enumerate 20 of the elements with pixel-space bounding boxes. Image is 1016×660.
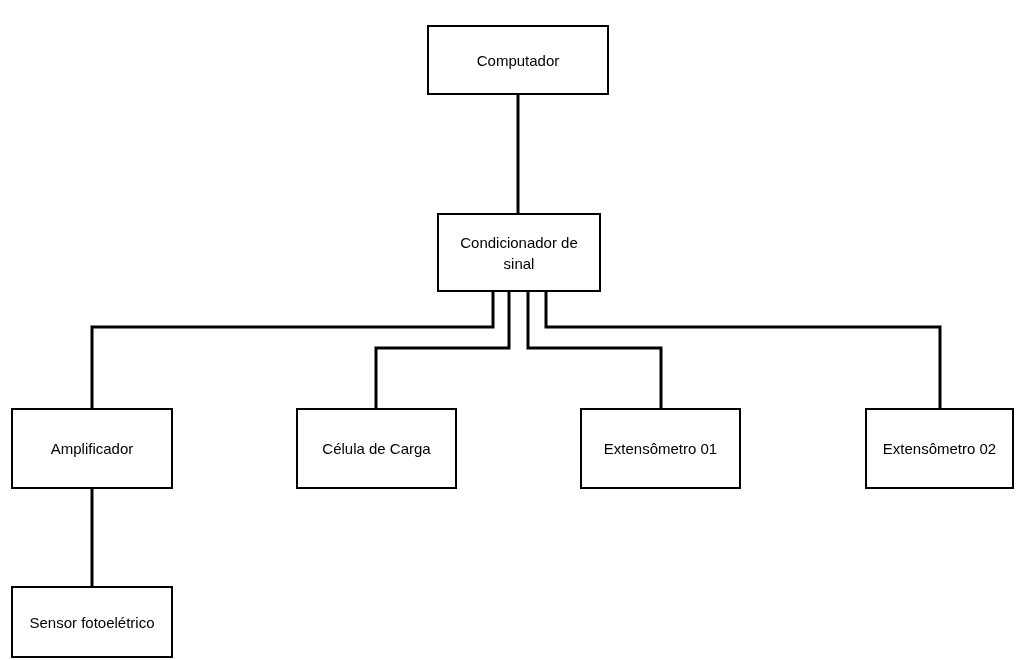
box-label: Extensômetro 01: [603, 439, 718, 459]
connector-line: [374, 292, 511, 408]
connector-line: [526, 292, 663, 408]
process-box: [437, 213, 601, 292]
process-box: [296, 408, 457, 489]
box-label: Sensor fotoelétrico: [29, 612, 155, 633]
box-label: Amplificador: [50, 439, 134, 459]
box-label: Célula de Carga: [322, 439, 431, 459]
box-label: Computador: [476, 50, 560, 71]
box-label: Extensômetro 02: [882, 439, 997, 459]
connector-line: [90, 489, 94, 586]
connector-line: [90, 292, 495, 408]
connector-line: [516, 95, 520, 213]
process-box: [11, 586, 173, 658]
process-box: [580, 408, 741, 489]
process-box: [11, 408, 173, 489]
connector-line: [544, 292, 942, 408]
process-box: [865, 408, 1014, 489]
process-box: [427, 25, 609, 95]
box-label: Condicionador de sinal: [459, 232, 579, 274]
